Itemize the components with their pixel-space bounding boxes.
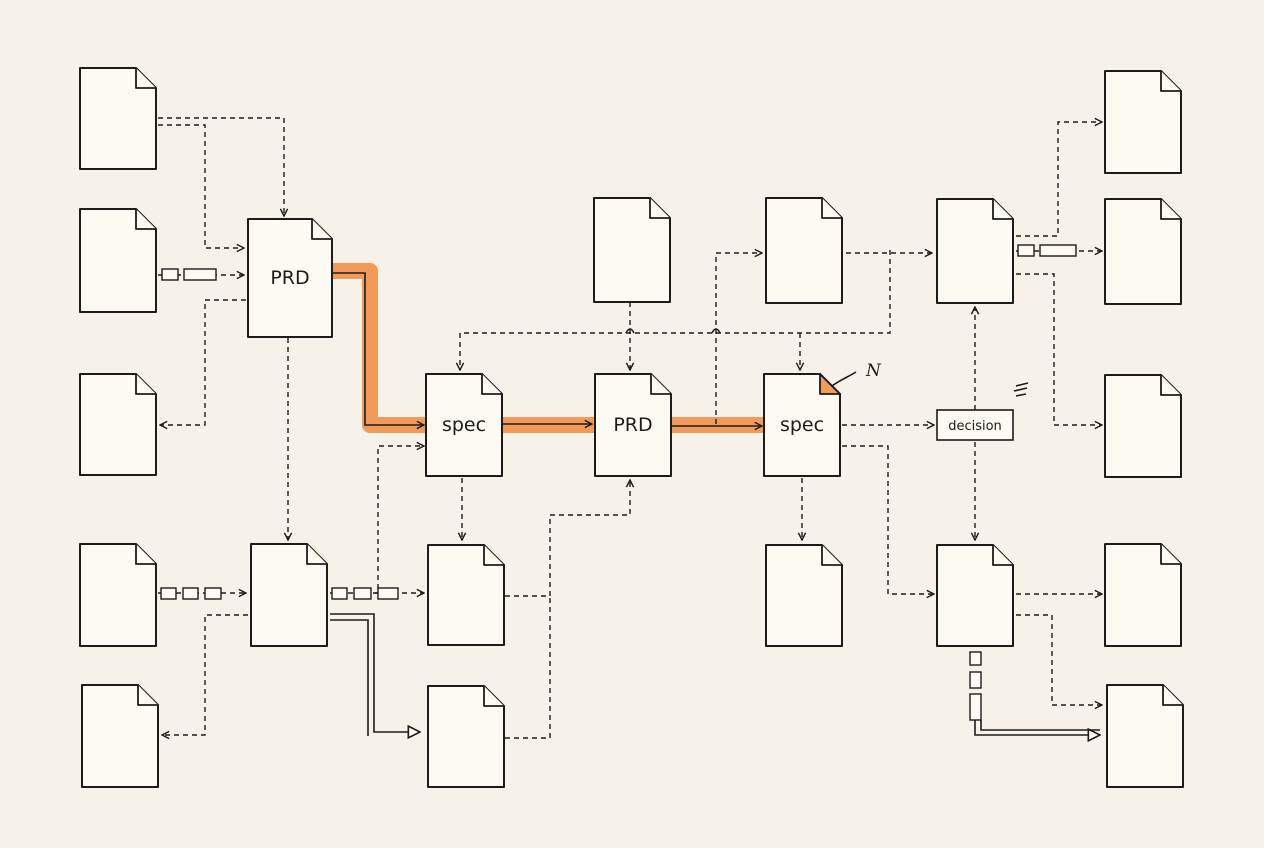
spec-label: spec (780, 414, 824, 436)
document (1104, 198, 1182, 305)
document (79, 373, 157, 476)
arrow (158, 117, 284, 216)
line-hop (625, 328, 635, 334)
document (1104, 374, 1182, 478)
prd-label: PRD (270, 267, 309, 289)
prd-label: PRD (613, 414, 652, 436)
arrow (332, 272, 424, 425)
document (79, 67, 157, 170)
document (593, 197, 671, 303)
spec-document-2: spec (763, 373, 841, 477)
arrow (330, 619, 369, 736)
document (79, 208, 157, 313)
document (79, 543, 157, 647)
arrow (1016, 273, 1102, 425)
arrow (460, 250, 891, 370)
arrow (715, 253, 762, 424)
spec-document-1: spec (425, 373, 503, 477)
spec-label: spec (442, 414, 486, 436)
prd-document-1: PRD (247, 218, 333, 338)
document (427, 544, 505, 646)
arrow (505, 596, 551, 739)
document (81, 684, 159, 788)
arrow (842, 445, 934, 594)
arrow (980, 720, 1100, 731)
annotation-letter: N (865, 361, 882, 381)
document (1106, 684, 1184, 788)
arrow (505, 480, 630, 597)
line-hop (711, 328, 721, 334)
arrow (974, 720, 1100, 735)
arrow (158, 124, 244, 248)
arrow (162, 614, 248, 735)
decision-node: decision (936, 382, 1029, 441)
document (936, 198, 1014, 304)
decision-label: decision (948, 419, 1002, 434)
arrow (355, 446, 424, 594)
document (1104, 70, 1182, 174)
prd-document-2: PRD (594, 373, 672, 477)
document (936, 544, 1014, 647)
arrow (1016, 614, 1102, 705)
document (765, 197, 843, 304)
document (1104, 543, 1182, 647)
document (765, 544, 843, 647)
arrow (160, 299, 246, 425)
annotation-mark: N (831, 361, 882, 387)
queue-chips (160, 244, 1077, 721)
document (250, 543, 328, 647)
document (427, 685, 505, 788)
arrow (330, 613, 420, 732)
arrow (1016, 122, 1102, 237)
critical-path-highlight (324, 263, 436, 433)
